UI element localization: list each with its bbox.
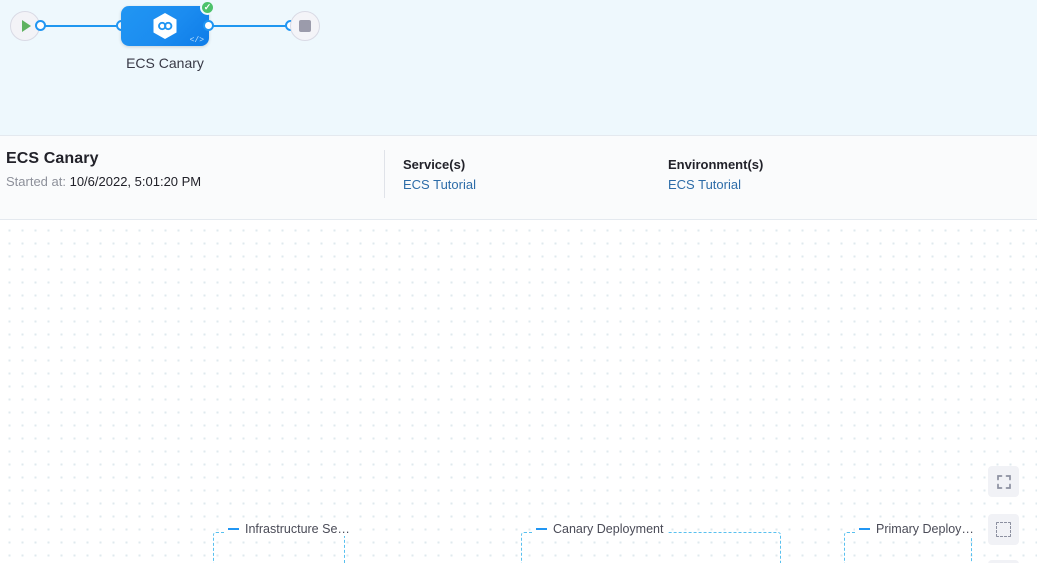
stage-group-infrastructure[interactable]: Infrastructure Se… xyxy=(213,522,354,563)
fit-to-screen-button[interactable] xyxy=(988,466,1019,497)
connector-line xyxy=(212,25,290,27)
page-title: ECS Canary xyxy=(6,150,99,167)
zoom-controls[interactable] xyxy=(988,560,1019,563)
collapse-dash-icon[interactable] xyxy=(536,528,547,530)
expand-icon xyxy=(996,474,1011,489)
pipeline-stop-node[interactable] xyxy=(290,11,320,41)
environments-column: Environment(s) ECS Tutorial xyxy=(668,157,763,192)
collapse-dash-icon[interactable] xyxy=(859,528,870,530)
stage-group-primary-deployment[interactable]: Primary Deploy… xyxy=(844,522,978,563)
mini-pipeline-canvas[interactable]: </> ✓ ECS Canary xyxy=(0,0,1037,136)
code-glyph: </> xyxy=(189,36,204,45)
connector-line xyxy=(44,25,121,27)
harness-hexagon-icon xyxy=(153,13,177,39)
started-at-row: Started at: 10/6/2022, 5:01:20 PM xyxy=(6,174,1037,189)
box-select-button[interactable] xyxy=(988,514,1019,545)
group-label[interactable]: Canary Deployment xyxy=(532,522,668,536)
pipeline-node-ecs-canary[interactable]: </> ✓ xyxy=(121,0,215,46)
check-circle-icon: ✓ xyxy=(200,0,215,15)
divider xyxy=(384,150,385,198)
group-label[interactable]: Primary Deploy… xyxy=(855,522,978,536)
zoom-in-button[interactable] xyxy=(988,560,1019,563)
started-at-value: 10/6/2022, 5:01:20 PM xyxy=(69,174,202,189)
check-circle-icon: ✓ xyxy=(136,562,151,563)
dashed-square-icon xyxy=(996,522,1011,537)
execution-info-strip: ECS Canary Started at: 10/6/2022, 5:01:2… xyxy=(0,136,1037,326)
services-column: Service(s) ECS Tutorial xyxy=(403,157,476,192)
pipeline-graph-canvas[interactable]: Infrastructure Se… Canary Deployment Pri… xyxy=(0,220,1037,563)
group-label-text: Infrastructure Se… xyxy=(245,522,350,536)
play-icon xyxy=(22,20,31,32)
stop-icon xyxy=(299,20,311,32)
services-link[interactable]: ECS Tutorial xyxy=(403,177,476,192)
collapse-dash-icon[interactable] xyxy=(228,528,239,530)
group-label-text: Primary Deploy… xyxy=(876,522,974,536)
environments-link[interactable]: ECS Tutorial xyxy=(668,177,741,192)
environments-label: Environment(s) xyxy=(668,157,764,172)
services-label: Service(s) xyxy=(403,157,466,172)
group-label[interactable]: Infrastructure Se… xyxy=(224,522,354,536)
started-at-label: Started at: xyxy=(6,174,70,189)
stage-group-canary-deployment[interactable]: Canary Deployment xyxy=(521,522,781,563)
top-pipeline-bar: </> ✓ ECS Canary xyxy=(0,0,1037,136)
group-label-text: Canary Deployment xyxy=(553,522,664,536)
pipeline-node-label: ECS Canary xyxy=(126,55,204,71)
